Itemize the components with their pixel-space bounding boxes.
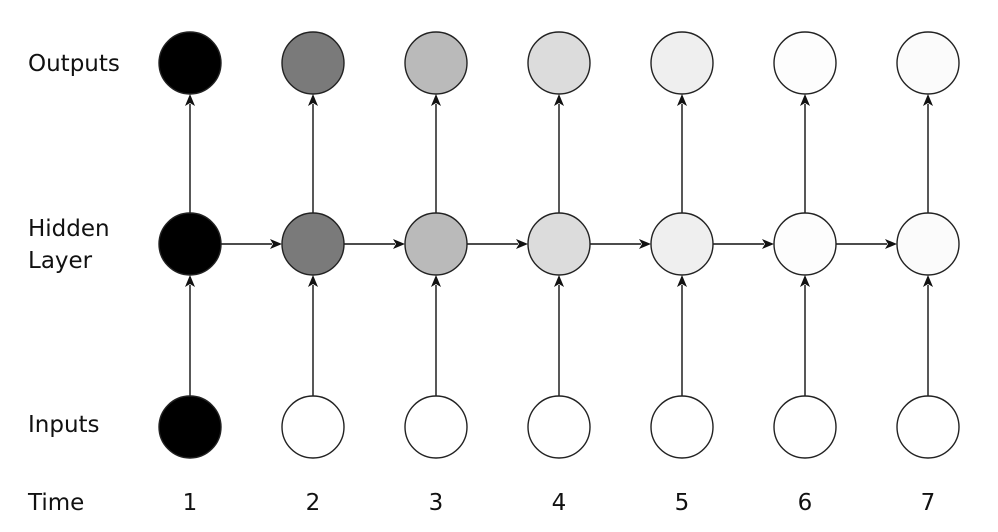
time-step-label-4: 4 [552, 490, 567, 516]
time-step-label-7: 7 [921, 490, 936, 516]
arrow-hidden-to-output-4 [554, 94, 564, 213]
input-node-3 [404, 395, 468, 459]
arrow-input-to-hidden-3-head [431, 275, 441, 287]
time-step-label-2: 2 [306, 490, 321, 516]
hidden-node-2 [281, 212, 345, 276]
arrow-hidden-5-to-6 [713, 239, 774, 249]
arrow-hidden-4-to-5 [590, 239, 651, 249]
hidden-node-7 [896, 212, 960, 276]
arrow-hidden-to-output-3-head [431, 94, 441, 106]
arrow-hidden-to-output-6-head [800, 94, 810, 106]
output-node-2 [281, 31, 345, 95]
input-node-1 [158, 395, 222, 459]
output-node-7 [896, 31, 960, 95]
hidden-row-label-line1: Hidden [28, 216, 110, 242]
arrow-hidden-5-to-6-head [762, 239, 774, 249]
time-step-label-1: 1 [183, 490, 198, 516]
hidden-node-6 [773, 212, 837, 276]
time-step-label-3: 3 [429, 490, 444, 516]
input-node-2 [281, 395, 345, 459]
arrow-hidden-to-output-1-head [185, 94, 195, 106]
arrow-hidden-1-to-2 [221, 239, 282, 249]
arrow-hidden-to-output-4-head [554, 94, 564, 106]
arrow-hidden-6-to-7-head [885, 239, 897, 249]
hidden-row-label-line2: Layer [28, 248, 93, 274]
time-row-label: Time [27, 490, 84, 516]
time-step-label-5: 5 [675, 490, 690, 516]
inputs-row-label: Inputs [28, 412, 100, 438]
connections [185, 94, 933, 396]
time-step-labels: 1 2 3 4 5 6 7 [183, 490, 936, 516]
hidden-node-1 [158, 212, 222, 276]
arrow-hidden-to-output-5 [677, 94, 687, 213]
arrow-hidden-2-to-3 [344, 239, 405, 249]
input-node-7 [896, 395, 960, 459]
arrow-input-to-hidden-2-head [308, 275, 318, 287]
arrow-hidden-to-output-2 [308, 94, 318, 213]
hidden-node-4 [527, 212, 591, 276]
arrow-input-to-hidden-7-head [923, 275, 933, 287]
arrow-hidden-to-output-2-head [308, 94, 318, 106]
arrow-input-to-hidden-7 [923, 275, 933, 396]
outputs-row-label: Outputs [28, 51, 120, 77]
arrow-input-to-hidden-1-head [185, 275, 195, 287]
arrow-input-to-hidden-6-head [800, 275, 810, 287]
arrow-input-to-hidden-2 [308, 275, 318, 396]
arrow-hidden-4-to-5-head [639, 239, 651, 249]
arrow-hidden-2-to-3-head [393, 239, 405, 249]
arrow-hidden-to-output-5-head [677, 94, 687, 106]
output-node-4 [527, 31, 591, 95]
arrow-hidden-to-output-1 [185, 94, 195, 213]
arrow-hidden-to-output-3 [431, 94, 441, 213]
input-node-6 [773, 395, 837, 459]
input-node-4 [527, 395, 591, 459]
arrow-input-to-hidden-6 [800, 275, 810, 396]
arrow-input-to-hidden-1 [185, 275, 195, 396]
hidden-node-3 [404, 212, 468, 276]
arrow-input-to-hidden-3 [431, 275, 441, 396]
arrow-hidden-1-to-2-head [270, 239, 282, 249]
nodes [158, 31, 960, 459]
arrow-input-to-hidden-5-head [677, 275, 687, 287]
arrow-input-to-hidden-4-head [554, 275, 564, 287]
arrow-input-to-hidden-5 [677, 275, 687, 396]
arrow-hidden-to-output-6 [800, 94, 810, 213]
arrow-hidden-3-to-4 [467, 239, 528, 249]
input-node-5 [650, 395, 714, 459]
time-step-label-6: 6 [798, 490, 813, 516]
arrow-hidden-3-to-4-head [516, 239, 528, 249]
arrow-hidden-to-output-7-head [923, 94, 933, 106]
arrow-input-to-hidden-4 [554, 275, 564, 396]
output-node-6 [773, 31, 837, 95]
output-node-5 [650, 31, 714, 95]
output-node-1 [158, 31, 222, 95]
arrow-hidden-to-output-7 [923, 94, 933, 213]
arrow-hidden-6-to-7 [836, 239, 897, 249]
output-node-3 [404, 31, 468, 95]
hidden-node-5 [650, 212, 714, 276]
